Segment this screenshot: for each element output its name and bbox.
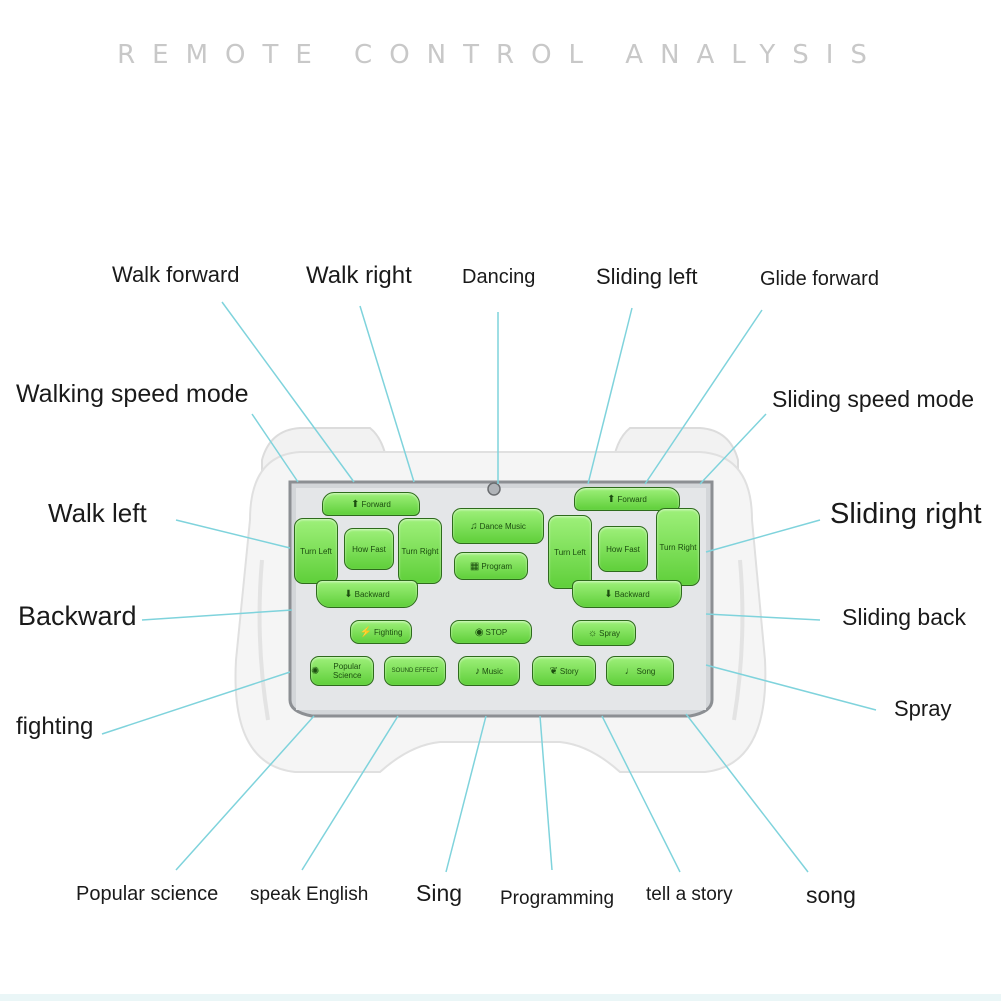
label-walk-forward: Walk forward bbox=[112, 262, 240, 287]
forward-button-left[interactable]: ⬆Forward bbox=[322, 492, 420, 516]
line-sing bbox=[445, 715, 487, 873]
arrow-up-icon: ⬆ bbox=[351, 498, 360, 510]
turn-left-button-right[interactable]: Turn Left bbox=[548, 515, 592, 589]
label-dancing: Dancing bbox=[462, 266, 536, 288]
fighting-button[interactable]: ⚡Fighting bbox=[350, 620, 412, 644]
line-sliding-right bbox=[705, 519, 821, 553]
label-backward: Backward bbox=[18, 601, 137, 631]
label-sliding-speed-mode: Sliding speed mode bbox=[772, 386, 975, 412]
backward-button-right[interactable]: ⬇Backward bbox=[572, 580, 682, 608]
label-tell-a-story: tell a story bbox=[646, 884, 733, 905]
line-song bbox=[685, 713, 809, 873]
line-sliding-back bbox=[705, 613, 821, 621]
line-speak-english bbox=[301, 715, 399, 871]
label-popular-science: Popular science bbox=[76, 883, 219, 905]
line-popular-science bbox=[175, 715, 315, 871]
how-fast-button-right[interactable]: How Fast bbox=[598, 526, 648, 572]
label-walking-speed-mode: Walking speed mode bbox=[16, 380, 249, 408]
arrow-down-icon: ⬇ bbox=[604, 588, 613, 600]
backward-button-left[interactable]: ⬇Backward bbox=[316, 580, 418, 608]
music-button[interactable]: ♪Music bbox=[458, 656, 520, 686]
how-fast-button-left[interactable]: How Fast bbox=[344, 528, 394, 570]
arrow-down-icon: ⬇ bbox=[344, 588, 353, 600]
label-sing: Sing bbox=[416, 880, 463, 906]
line-glide-forward bbox=[644, 309, 763, 485]
label-sliding-back: Sliding back bbox=[842, 604, 967, 630]
music-note-icon: ♫ bbox=[470, 520, 478, 532]
label-fighting: fighting bbox=[16, 713, 94, 740]
line-walking-speed bbox=[251, 413, 299, 483]
sound-effect-button[interactable]: SOUND EFFECT bbox=[384, 656, 446, 686]
label-sliding-left: Sliding left bbox=[596, 264, 698, 289]
label-speak-english: speak English bbox=[250, 884, 369, 905]
line-programming bbox=[539, 715, 553, 871]
dance-music-button[interactable]: ♫Dance Music bbox=[452, 508, 544, 544]
bottom-strip bbox=[0, 994, 1001, 1001]
page-title: REMOTE CONTROL ANALYSIS bbox=[117, 40, 884, 70]
label-sliding-right: Sliding right bbox=[830, 498, 982, 530]
label-walk-left: Walk left bbox=[48, 498, 147, 528]
grid-icon: ▦ bbox=[469, 560, 480, 572]
program-button[interactable]: ▦Program bbox=[454, 552, 528, 580]
led-indicator bbox=[487, 482, 501, 496]
arrow-up-icon: ⬆ bbox=[607, 493, 616, 505]
story-button[interactable]: ❦Story bbox=[532, 656, 596, 686]
line-tell-a-story bbox=[601, 715, 681, 873]
popular-science-button[interactable]: ✺Popular Science bbox=[310, 656, 374, 686]
line-sliding-speed bbox=[699, 413, 767, 485]
label-walk-right: Walk right bbox=[306, 262, 412, 289]
label-glide-forward: Glide forward bbox=[760, 268, 879, 290]
label-song: song bbox=[806, 882, 856, 908]
lightning-icon: ⚡ bbox=[359, 626, 372, 638]
line-spray bbox=[705, 664, 877, 711]
guitar-icon: ♪ bbox=[475, 665, 481, 677]
label-spray: Spray bbox=[894, 696, 952, 721]
forward-button-right[interactable]: ⬆Forward bbox=[574, 487, 680, 511]
stop-circle-icon: ◉ bbox=[474, 626, 484, 638]
stop-button[interactable]: ◉STOP bbox=[450, 620, 532, 644]
line-fighting bbox=[101, 671, 291, 735]
spray-icon: ☼ bbox=[587, 627, 598, 639]
song-button[interactable]: ♩Song bbox=[606, 656, 674, 686]
spray-button[interactable]: ☼Spray bbox=[572, 620, 636, 646]
line-walk-forward bbox=[221, 301, 355, 483]
atom-icon: ✺ bbox=[311, 665, 320, 677]
line-sliding-left bbox=[587, 307, 633, 485]
music-note-icon: ♩ bbox=[624, 665, 635, 677]
turn-right-button-left[interactable]: Turn Right bbox=[398, 518, 442, 584]
turn-right-button-right[interactable]: Turn Right bbox=[656, 508, 700, 586]
label-programming: Programming bbox=[500, 888, 615, 909]
line-walk-right bbox=[359, 305, 415, 483]
line-backward bbox=[141, 609, 293, 621]
book-icon: ❦ bbox=[549, 665, 558, 677]
line-walk-left bbox=[175, 519, 291, 549]
